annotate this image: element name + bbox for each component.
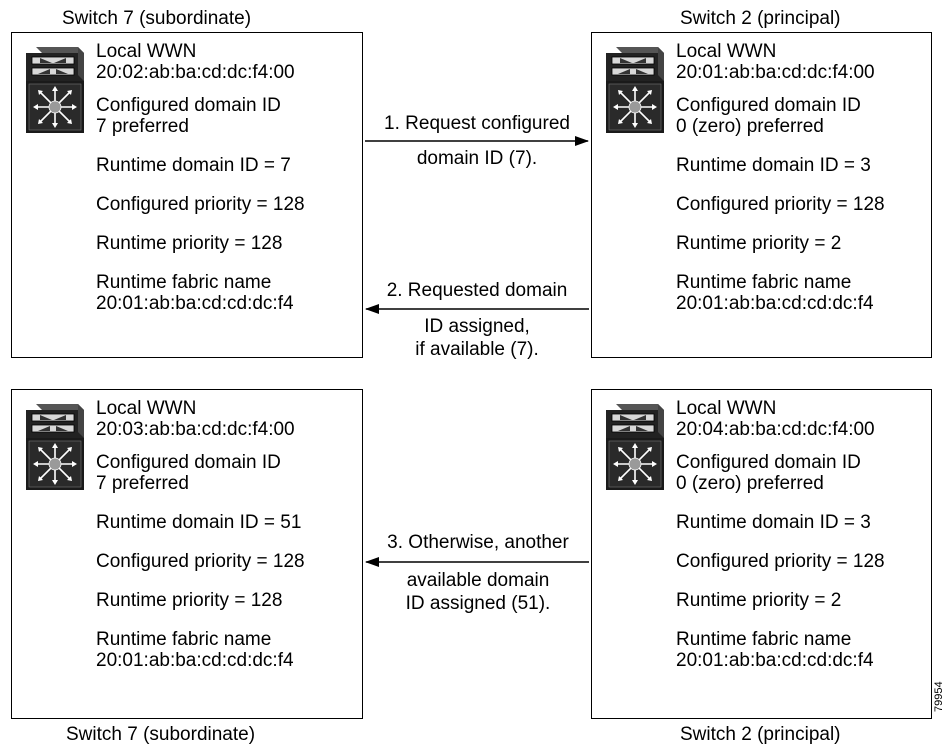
fabric-switch-icon: [26, 45, 84, 133]
runtime-priority: Runtime priority = 128: [96, 590, 283, 611]
figure-id: 79954: [933, 681, 945, 712]
runtime-domain-id: Runtime domain ID = 3: [676, 155, 871, 176]
fabric-name-label: Runtime fabric name: [676, 272, 852, 293]
fabric-name-label: Runtime fabric name: [96, 629, 272, 650]
configured-priority: Configured priority = 128: [96, 551, 305, 572]
arrow-step2-line2: ID assigned,: [424, 316, 530, 337]
fabric-name-label: Runtime fabric name: [676, 629, 852, 650]
switch-box-top-left: Local WWN 20:02:ab:ba:cd:dc:f4:00 Config…: [11, 32, 363, 358]
configured-domain-label: Configured domain ID: [96, 95, 281, 116]
fabric-switch-icon: [26, 402, 84, 490]
arrow-step3-line1: 3. Otherwise, another: [387, 532, 569, 553]
arrow-step2-line1: 2. Requested domain: [386, 280, 568, 301]
switch-box-top-right: Local WWN 20:01:ab:ba:cd:dc:f4:00 Config…: [591, 32, 932, 358]
wwn-value: 20:04:ab:ba:cd:dc:f4:00: [676, 419, 875, 440]
runtime-domain-id: Runtime domain ID = 7: [96, 155, 291, 176]
fabric-switch-icon: [606, 45, 664, 133]
configured-domain-value: 7 preferred: [96, 116, 189, 137]
wwn-label: Local WWN: [96, 398, 197, 419]
caption-bottom-right: Switch 2 (principal): [680, 724, 841, 745]
arrow-step3-line3: ID assigned (51).: [405, 593, 551, 614]
runtime-domain-id: Runtime domain ID = 51: [96, 512, 302, 533]
configured-priority: Configured priority = 128: [676, 551, 885, 572]
wwn-value: 20:03:ab:ba:cd:dc:f4:00: [96, 419, 295, 440]
wwn-label: Local WWN: [96, 41, 197, 62]
fabric-name-label: Runtime fabric name: [96, 272, 272, 293]
configured-domain-value: 7 preferred: [96, 473, 189, 494]
fabric-name-value: 20:01:ab:ba:cd:cd:dc:f4: [96, 293, 294, 314]
fabric-name-value: 20:01:ab:ba:cd:cd:dc:f4: [96, 650, 294, 671]
switch-box-bottom-left: Local WWN 20:03:ab:ba:cd:dc:f4:00 Config…: [11, 389, 363, 719]
fabric-name-value: 20:01:ab:ba:cd:cd:dc:f4: [676, 650, 874, 671]
wwn-label: Local WWN: [676, 398, 777, 419]
configured-domain-value: 0 (zero) preferred: [676, 473, 824, 494]
runtime-domain-id: Runtime domain ID = 3: [676, 512, 871, 533]
caption-top-left: Switch 7 (subordinate): [62, 8, 252, 29]
configured-domain-label: Configured domain ID: [96, 452, 281, 473]
runtime-priority: Runtime priority = 2: [676, 590, 842, 611]
fabric-switch-icon: [606, 402, 664, 490]
arrow-step1-line1: 1. Request configured: [384, 113, 570, 134]
configured-priority: Configured priority = 128: [96, 194, 305, 215]
configured-domain-value: 0 (zero) preferred: [676, 116, 824, 137]
runtime-priority: Runtime priority = 2: [676, 233, 842, 254]
runtime-priority: Runtime priority = 128: [96, 233, 283, 254]
caption-top-right: Switch 2 (principal): [680, 8, 841, 29]
wwn-label: Local WWN: [676, 41, 777, 62]
arrow-step2-line3: if available (7).: [415, 339, 539, 360]
switch-box-bottom-right: Local WWN 20:04:ab:ba:cd:dc:f4:00 Config…: [591, 389, 932, 719]
configured-priority: Configured priority = 128: [676, 194, 885, 215]
configured-domain-label: Configured domain ID: [676, 95, 861, 116]
wwn-value: 20:02:ab:ba:cd:dc:f4:00: [96, 62, 295, 83]
arrow-step3-line2: available domain: [406, 570, 550, 591]
configured-domain-label: Configured domain ID: [676, 452, 861, 473]
wwn-value: 20:01:ab:ba:cd:dc:f4:00: [676, 62, 875, 83]
fabric-name-value: 20:01:ab:ba:cd:cd:dc:f4: [676, 293, 874, 314]
arrow-step1-line2: domain ID (7).: [416, 148, 538, 169]
caption-bottom-left: Switch 7 (subordinate): [66, 724, 256, 745]
